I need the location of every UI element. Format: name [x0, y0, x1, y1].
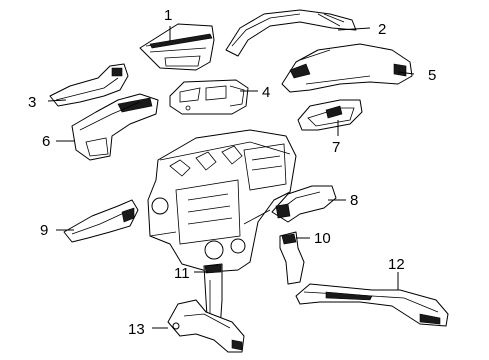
callout-3: 3	[28, 94, 36, 111]
part-9-lower-left-duct	[63, 199, 139, 243]
callout-8: 8	[350, 192, 358, 209]
hvac-module-housing	[147, 129, 297, 273]
callout-9: 9	[40, 222, 48, 239]
callout-13: 13	[128, 321, 145, 338]
callout-10: 10	[314, 230, 331, 247]
part-1-upper-duct	[139, 23, 215, 71]
part-6-defroster-duct	[71, 93, 159, 161]
part-5-outlet-duct	[281, 43, 413, 93]
callout-labels: 1 2 3 4 5 6 7 8 9 10 11 12 13	[28, 7, 436, 338]
part-13-lower-floor-duct	[167, 299, 245, 353]
part-12-rear-floor-duct	[295, 283, 449, 327]
part-4-plenum-cover	[169, 79, 249, 115]
callout-4: 4	[262, 84, 270, 101]
callout-6: 6	[42, 133, 50, 150]
callout-12: 12	[388, 256, 405, 273]
part-2-curved-duct	[225, 9, 357, 57]
callout-1: 1	[164, 7, 172, 24]
callout-7: 7	[332, 139, 340, 156]
callout-2: 2	[378, 21, 386, 38]
callout-11: 11	[174, 265, 190, 282]
part-7-vent-bezel	[297, 99, 363, 131]
callout-5: 5	[428, 67, 436, 84]
part-3-left-duct	[49, 63, 129, 107]
part-8-side-duct	[271, 185, 337, 223]
part-10-floor-connector	[279, 231, 305, 285]
callout-leader-lines	[47, 26, 415, 329]
